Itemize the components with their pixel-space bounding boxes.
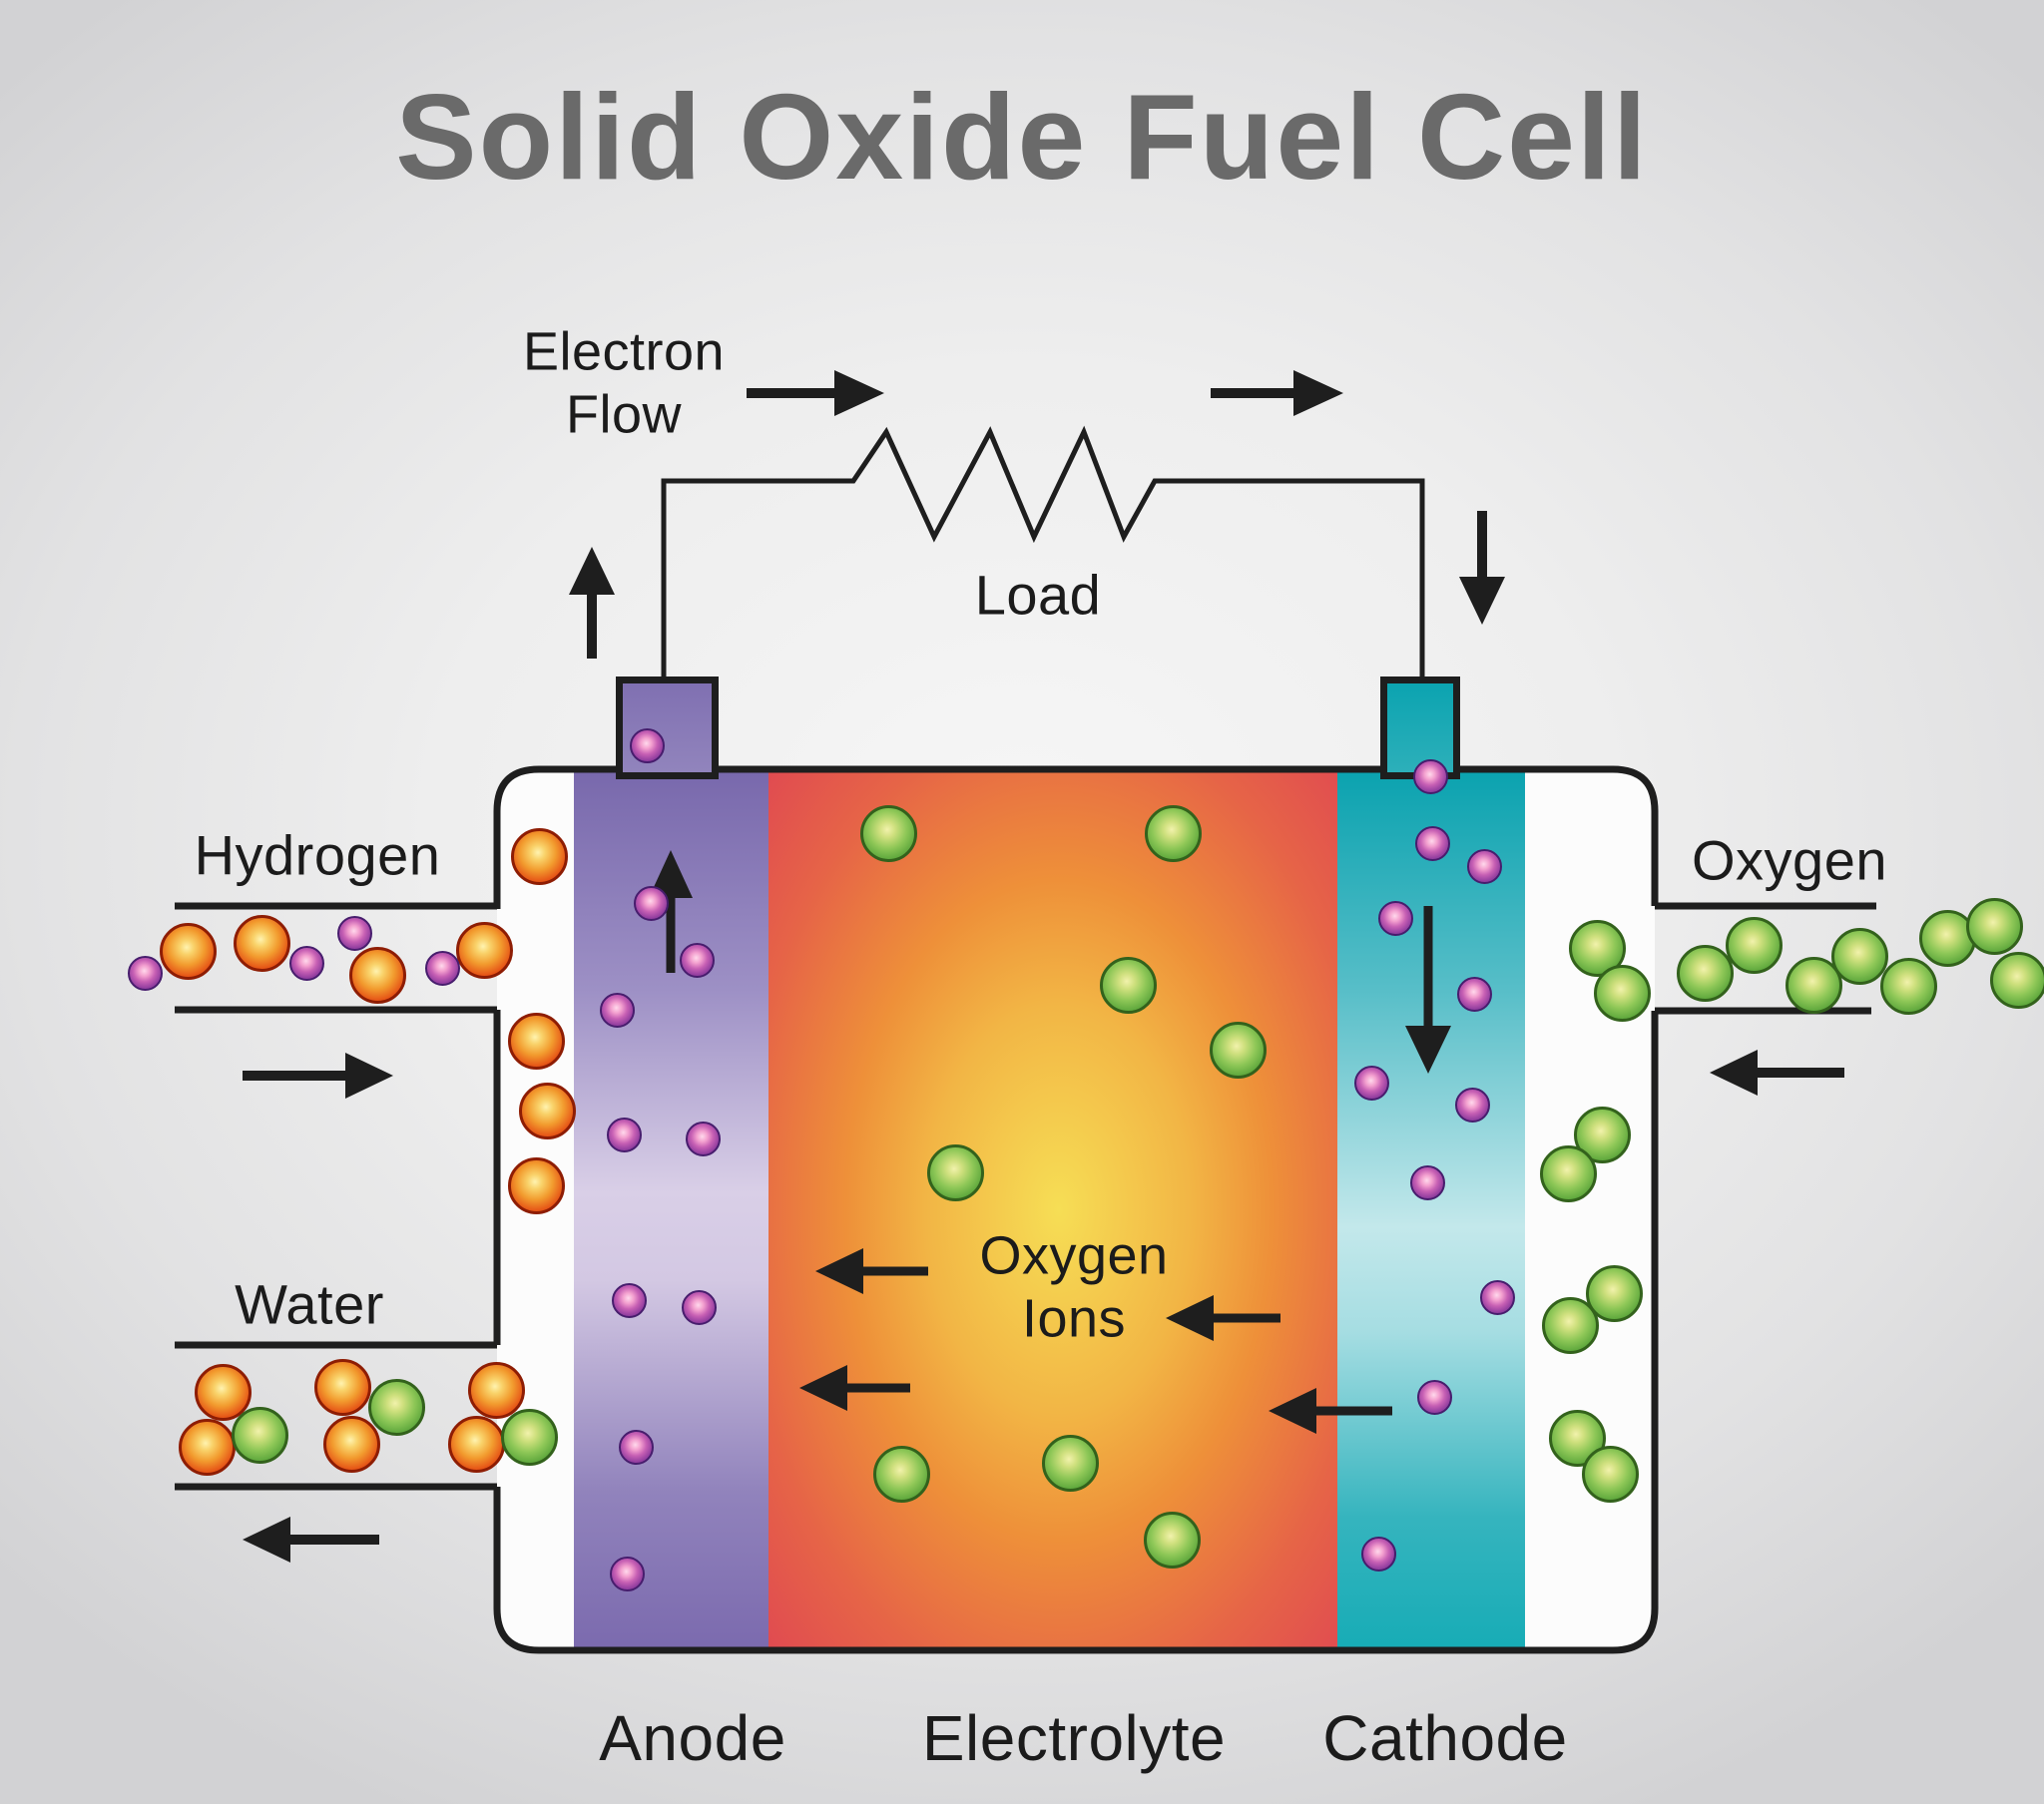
electron-particle	[288, 945, 324, 981]
electron-particle	[611, 1282, 647, 1318]
oxygen-particle	[859, 804, 917, 862]
cathode-column	[1337, 769, 1525, 1650]
current-down-arrow	[1459, 511, 1505, 625]
cathode-terminal	[1380, 676, 1460, 779]
hydrogen-particle	[178, 1418, 236, 1476]
current-up-arrow	[569, 547, 615, 659]
electron-particle	[609, 1556, 645, 1591]
oxygen-particle	[872, 1445, 930, 1503]
oxygen-particle	[500, 1408, 558, 1466]
electron-particle	[1353, 1065, 1389, 1101]
hydrogen-label: Hydrogen	[194, 823, 441, 887]
oxygen-particle	[926, 1143, 984, 1201]
oxygen-particle	[1965, 897, 2023, 955]
hydrogen-particle	[510, 827, 568, 885]
electrolyte-label: Electrolyte	[921, 1701, 1227, 1774]
oxygen-particle	[1725, 916, 1783, 974]
cell-outline	[493, 765, 1659, 1654]
electrolyte-column	[768, 769, 1337, 1650]
hydrogen-flow-arrow	[243, 1053, 393, 1099]
electron-particle	[606, 1117, 642, 1152]
hydrogen-particle	[159, 922, 217, 980]
hydrogen-particle	[233, 914, 290, 972]
oxygen-particle	[1830, 927, 1888, 985]
electron-flow-label: Electron Flow	[522, 321, 726, 444]
electron-particle	[336, 915, 372, 951]
oxygen-particle	[1539, 1144, 1597, 1202]
hydrogen-particle	[447, 1415, 505, 1473]
oxygen-particle	[1879, 957, 1937, 1015]
hydrogen-particle	[518, 1082, 576, 1139]
hydrogen-particle	[348, 946, 406, 1004]
oxygen-particle	[1989, 951, 2044, 1009]
oxygen-ion-arrow-1	[815, 1248, 928, 1294]
oxygen-particle	[1541, 1296, 1599, 1354]
electron-particle	[679, 942, 715, 978]
oxygen-particle	[1581, 1445, 1639, 1503]
hydrogen-particle	[455, 921, 513, 979]
oxygen-flow-arrow	[1710, 1050, 1844, 1096]
hydrogen-particle	[467, 1361, 525, 1419]
electron-particle	[681, 1289, 717, 1325]
oxygen-particle	[1144, 804, 1202, 862]
anode-electron-up-arrow	[649, 850, 693, 973]
electron-particle	[1479, 1279, 1515, 1315]
electron-particle	[424, 950, 460, 986]
electron-particle	[1377, 900, 1413, 936]
load-label: Load	[974, 563, 1102, 627]
fuel-cell-body	[493, 676, 1659, 1654]
electron-particle	[633, 885, 669, 921]
water-label: Water	[235, 1272, 384, 1336]
hydrogen-particle	[507, 1156, 565, 1214]
oxygen-particle	[367, 1378, 425, 1436]
oxygen-particle	[1143, 1511, 1201, 1569]
water-flow-arrow	[243, 1517, 379, 1563]
electron-particle	[1456, 976, 1492, 1012]
electron-particle	[685, 1121, 721, 1156]
electron-particle	[1412, 758, 1448, 794]
oxygen-ions-label: Oxygen Ions	[979, 1225, 1169, 1348]
electron-particle	[618, 1429, 654, 1465]
electron-flow-arrow-left	[747, 370, 884, 416]
hydrogen-particle	[507, 1012, 565, 1070]
oxygen-ion-arrow-4	[1269, 1388, 1392, 1434]
oxygen-particle	[1585, 1264, 1643, 1322]
gas-channels	[175, 902, 1876, 1491]
oxygen-label: Oxygen	[1692, 828, 1887, 892]
hydrogen-particle	[194, 1363, 252, 1421]
anode-label: Anode	[599, 1701, 786, 1774]
electron-particle	[1409, 1164, 1445, 1200]
oxygen-particle	[231, 1406, 288, 1464]
electron-particle	[1414, 825, 1450, 861]
diagram-title: Solid Oxide Fuel Cell	[395, 69, 1649, 206]
flow-arrows	[243, 850, 1844, 1563]
oxygen-ion-arrow-3	[1166, 1295, 1280, 1341]
circuit-wire-and-load-resistor	[661, 425, 1425, 680]
electron-particle	[1454, 1087, 1490, 1123]
hydrogen-particle	[313, 1358, 371, 1416]
oxygen-particle	[1209, 1021, 1267, 1079]
electron-flow-arrow-right	[1211, 370, 1343, 416]
oxygen-particle	[1676, 944, 1734, 1002]
electron-particle	[629, 727, 665, 763]
electron-particle	[127, 955, 163, 991]
electron-particle	[1416, 1379, 1452, 1415]
cathode-label: Cathode	[1322, 1701, 1568, 1774]
electron-particle	[599, 992, 635, 1028]
oxygen-particle	[1041, 1434, 1099, 1492]
cathode-electron-down-arrow	[1405, 906, 1451, 1074]
oxygen-particle	[1593, 964, 1651, 1022]
oxygen-ion-arrow-2	[799, 1365, 910, 1411]
anode-terminal	[616, 676, 719, 779]
oxygen-particle	[1099, 956, 1157, 1014]
hydrogen-particle	[322, 1415, 380, 1473]
external-circuit	[569, 370, 1505, 680]
electron-particle	[1360, 1536, 1396, 1572]
electron-particle	[1466, 848, 1502, 884]
